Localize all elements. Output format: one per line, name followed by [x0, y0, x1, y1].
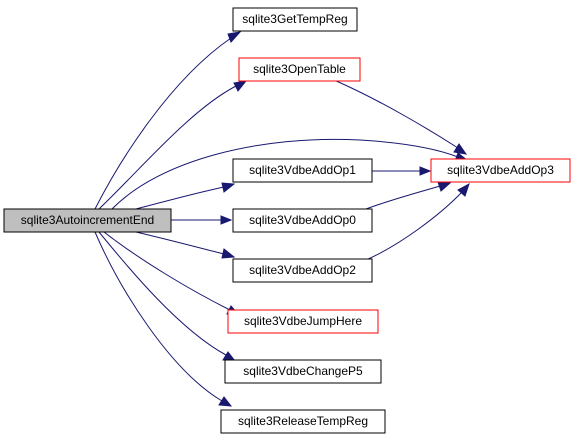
node-label: sqlite3VdbeAddOp1 [249, 163, 356, 177]
edge-root-gettempreg [94, 31, 242, 210]
node-sqlite3-vdbe-jump-here[interactable]: sqlite3VdbeJumpHere [227, 309, 379, 334]
edge-opentable-addop3 [333, 79, 468, 155]
node-sqlite3-release-temp-reg[interactable]: sqlite3ReleaseTempReg [220, 409, 386, 434]
node-sqlite3-vdbe-add-op3[interactable]: sqlite3VdbeAddOp3 [430, 158, 571, 183]
edge-root-releasetempreg [94, 231, 233, 407]
node-box [220, 409, 386, 434]
edge-addop0-addop3 [365, 181, 452, 210]
node-box [224, 359, 382, 384]
node-box [232, 208, 373, 233]
nodes: sqlite3AutoincrementEnd sqlite3GetTempRe… [3, 7, 571, 434]
node-sqlite3-get-temp-reg[interactable]: sqlite3GetTempReg [232, 7, 358, 32]
node-label: sqlite3AutoincrementEnd [21, 213, 154, 227]
node-box [3, 208, 172, 233]
node-label: sqlite3ReleaseTempReg [238, 414, 368, 428]
node-box [232, 7, 358, 32]
node-sqlite3-open-table[interactable]: sqlite3OpenTable [238, 57, 361, 82]
node-box [227, 309, 379, 334]
node-sqlite3-vdbe-add-op0[interactable]: sqlite3VdbeAddOp0 [232, 208, 373, 233]
node-box [232, 158, 373, 183]
node-label: sqlite3VdbeChangeP5 [243, 364, 363, 378]
node-sqlite3-vdbe-change-p5[interactable]: sqlite3VdbeChangeP5 [224, 359, 382, 384]
node-sqlite3-vdbe-add-op1[interactable]: sqlite3VdbeAddOp1 [232, 158, 373, 183]
node-label: sqlite3GetTempReg [242, 12, 347, 26]
edge-root-opentable [98, 80, 248, 210]
node-label: sqlite3VdbeAddOp2 [249, 263, 356, 277]
edge-root-addop0 [171, 215, 233, 225]
edge-root-addop2 [135, 231, 236, 259]
node-sqlite3-autoincrement-end[interactable]: sqlite3AutoincrementEnd [3, 208, 172, 233]
edge-root-jumphere [103, 231, 241, 316]
node-sqlite3-vdbe-add-op2[interactable]: sqlite3VdbeAddOp2 [232, 258, 373, 283]
node-label: sqlite3OpenTable [253, 62, 346, 76]
node-box [430, 158, 571, 183]
edge-root-addop1 [135, 182, 236, 210]
edge-addop1-addop3 [372, 166, 432, 176]
node-label: sqlite3VdbeJumpHere [244, 314, 362, 328]
node-box [238, 57, 361, 82]
node-label: sqlite3VdbeAddOp3 [447, 163, 554, 177]
node-box [232, 258, 373, 283]
node-label: sqlite3VdbeAddOp0 [249, 213, 356, 227]
edge-addop2-addop3 [365, 182, 470, 261]
